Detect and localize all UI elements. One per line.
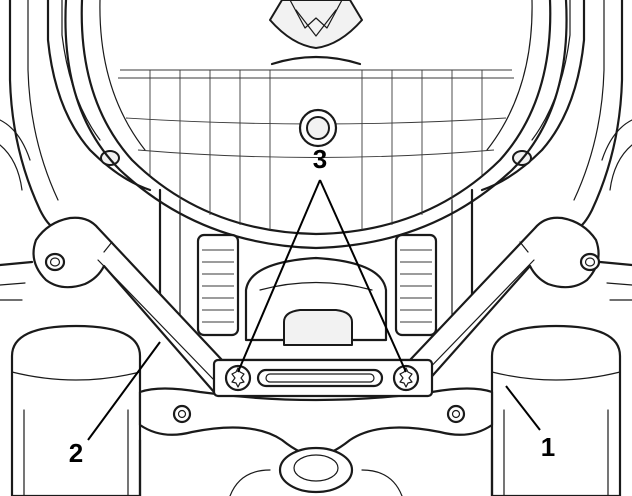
headlight-ring bbox=[64, 0, 568, 250]
left-vent bbox=[196, 233, 240, 337]
left-fork-tube bbox=[10, 324, 142, 496]
center-bulb-inner bbox=[306, 116, 330, 140]
bracket-slot bbox=[256, 368, 384, 388]
callout-2-leader bbox=[87, 341, 161, 441]
callout-3-leader-left bbox=[237, 179, 321, 373]
callouts: 3 2 1 bbox=[69, 144, 555, 468]
bracket-bolt-right bbox=[392, 364, 420, 392]
reflector-lines bbox=[149, 70, 483, 230]
bracket-bolt-left bbox=[224, 364, 252, 392]
bracket-left-hole bbox=[44, 252, 66, 272]
bracket-left-lug bbox=[32, 216, 600, 394]
steering-stem bbox=[278, 446, 354, 494]
callout-2-label: 2 bbox=[69, 438, 83, 468]
bracket-right-hole bbox=[579, 252, 601, 272]
right-fork-tube bbox=[490, 324, 622, 496]
headlight-bracket bbox=[32, 216, 601, 398]
triple-clamp bbox=[138, 387, 494, 496]
callout-1-leader bbox=[505, 385, 541, 431]
callout-3-leader-right bbox=[319, 179, 407, 373]
lower-chassis bbox=[158, 188, 474, 346]
callout-3-label: 3 bbox=[313, 144, 327, 174]
right-vent bbox=[394, 233, 438, 337]
callout-1-label: 1 bbox=[541, 432, 555, 462]
